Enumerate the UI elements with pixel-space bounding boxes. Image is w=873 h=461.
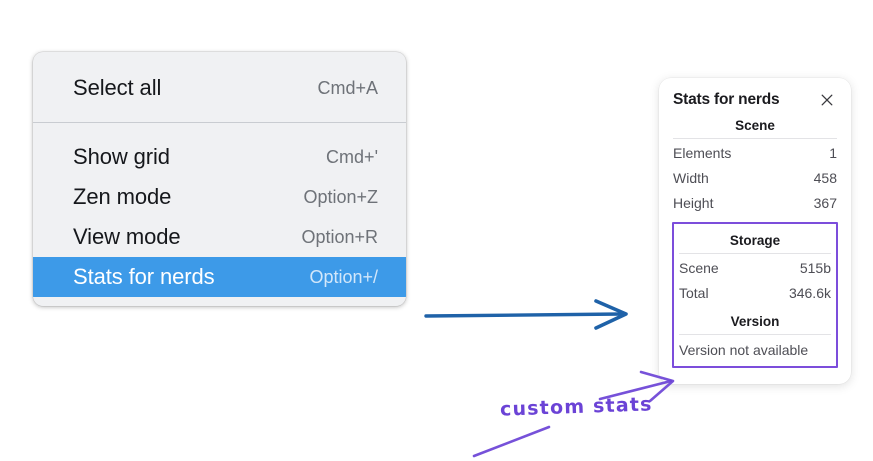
stats-panel-title: Stats for nerds xyxy=(673,91,780,108)
stats-version-value: Version not available xyxy=(679,342,809,359)
stats-section-storage: Storage Scene 515b Total 346.6k xyxy=(679,224,831,306)
section-rule xyxy=(679,252,831,254)
menu-group-2: Show grid Cmd+' Zen mode Option+Z View m… xyxy=(33,123,406,306)
canvas-context-menu[interactable]: Select all Cmd+A Show grid Cmd+' Zen mod… xyxy=(33,52,406,306)
stats-row-key: Scene xyxy=(679,259,719,276)
menu-item-shortcut: Cmd+' xyxy=(326,146,378,167)
section-title-version: Version xyxy=(730,314,780,330)
stats-row-key: Width xyxy=(673,169,709,186)
stats-row-storage-scene: Scene 515b xyxy=(679,256,831,281)
menu-group-1: Select all Cmd+A xyxy=(33,52,406,122)
stats-row-key: Elements xyxy=(673,145,732,161)
custom-stats-annotation-label: custom stats xyxy=(499,393,653,421)
stats-row-value: 367 xyxy=(813,194,837,211)
section-title-storage: Storage xyxy=(729,232,781,248)
menu-item-label: Show grid xyxy=(73,144,170,169)
stats-section-version: Version Version not available xyxy=(679,305,831,360)
stats-section-scene: Scene Elements 1 Width 458 Height 367 xyxy=(673,109,837,216)
menu-item-label: Select all xyxy=(73,75,162,100)
stats-row-key: Height xyxy=(673,194,714,211)
stats-row-value: 1 xyxy=(829,145,837,161)
section-title-scene: Scene xyxy=(735,118,775,133)
menu-item-shortcut: Option+R xyxy=(301,226,378,247)
menu-item-stats-for-nerds[interactable]: Stats for nerds Option+/ xyxy=(33,257,406,297)
stats-row-height: Height 367 xyxy=(673,191,837,216)
menu-item-show-grid[interactable]: Show grid Cmd+' xyxy=(33,137,406,177)
menu-item-shortcut: Cmd+A xyxy=(317,77,378,98)
stats-row-value: 515b xyxy=(799,259,831,276)
stats-row-width: Width 458 xyxy=(673,166,837,191)
menu-item-label: Zen mode xyxy=(73,184,172,209)
custom-stats-highlight-box: Storage Scene 515b Total 346.6k Version … xyxy=(672,221,838,369)
menu-item-shortcut: Option+/ xyxy=(309,266,378,287)
stats-row-key: Total xyxy=(679,284,709,301)
menu-item-zen-mode[interactable]: Zen mode Option+Z xyxy=(33,177,406,217)
stats-for-nerds-panel: Stats for nerds Scene Elements 1 Width 4… xyxy=(659,78,851,385)
stats-row-value: 346.6k xyxy=(788,284,831,301)
menu-to-panel-arrow xyxy=(424,299,628,330)
stats-panel-body: Scene Elements 1 Width 458 Height 367 St… xyxy=(659,109,851,369)
menu-item-view-mode[interactable]: View mode Option+R xyxy=(33,217,406,257)
stats-panel-header: Stats for nerds xyxy=(659,88,851,109)
section-rule xyxy=(673,138,837,139)
section-rule xyxy=(679,334,831,336)
stats-row-elements: Elements 1 xyxy=(673,141,837,166)
stats-row-storage-total: Total 346.6k xyxy=(679,281,831,306)
stats-row-value: 458 xyxy=(813,169,837,186)
menu-divider xyxy=(33,122,406,123)
menu-item-select-all[interactable]: Select all Cmd+A xyxy=(33,68,406,108)
menu-item-label: View mode xyxy=(73,224,181,249)
close-icon[interactable] xyxy=(819,92,835,108)
menu-item-label: Stats for nerds xyxy=(73,264,215,289)
menu-item-shortcut: Option+Z xyxy=(303,186,378,207)
